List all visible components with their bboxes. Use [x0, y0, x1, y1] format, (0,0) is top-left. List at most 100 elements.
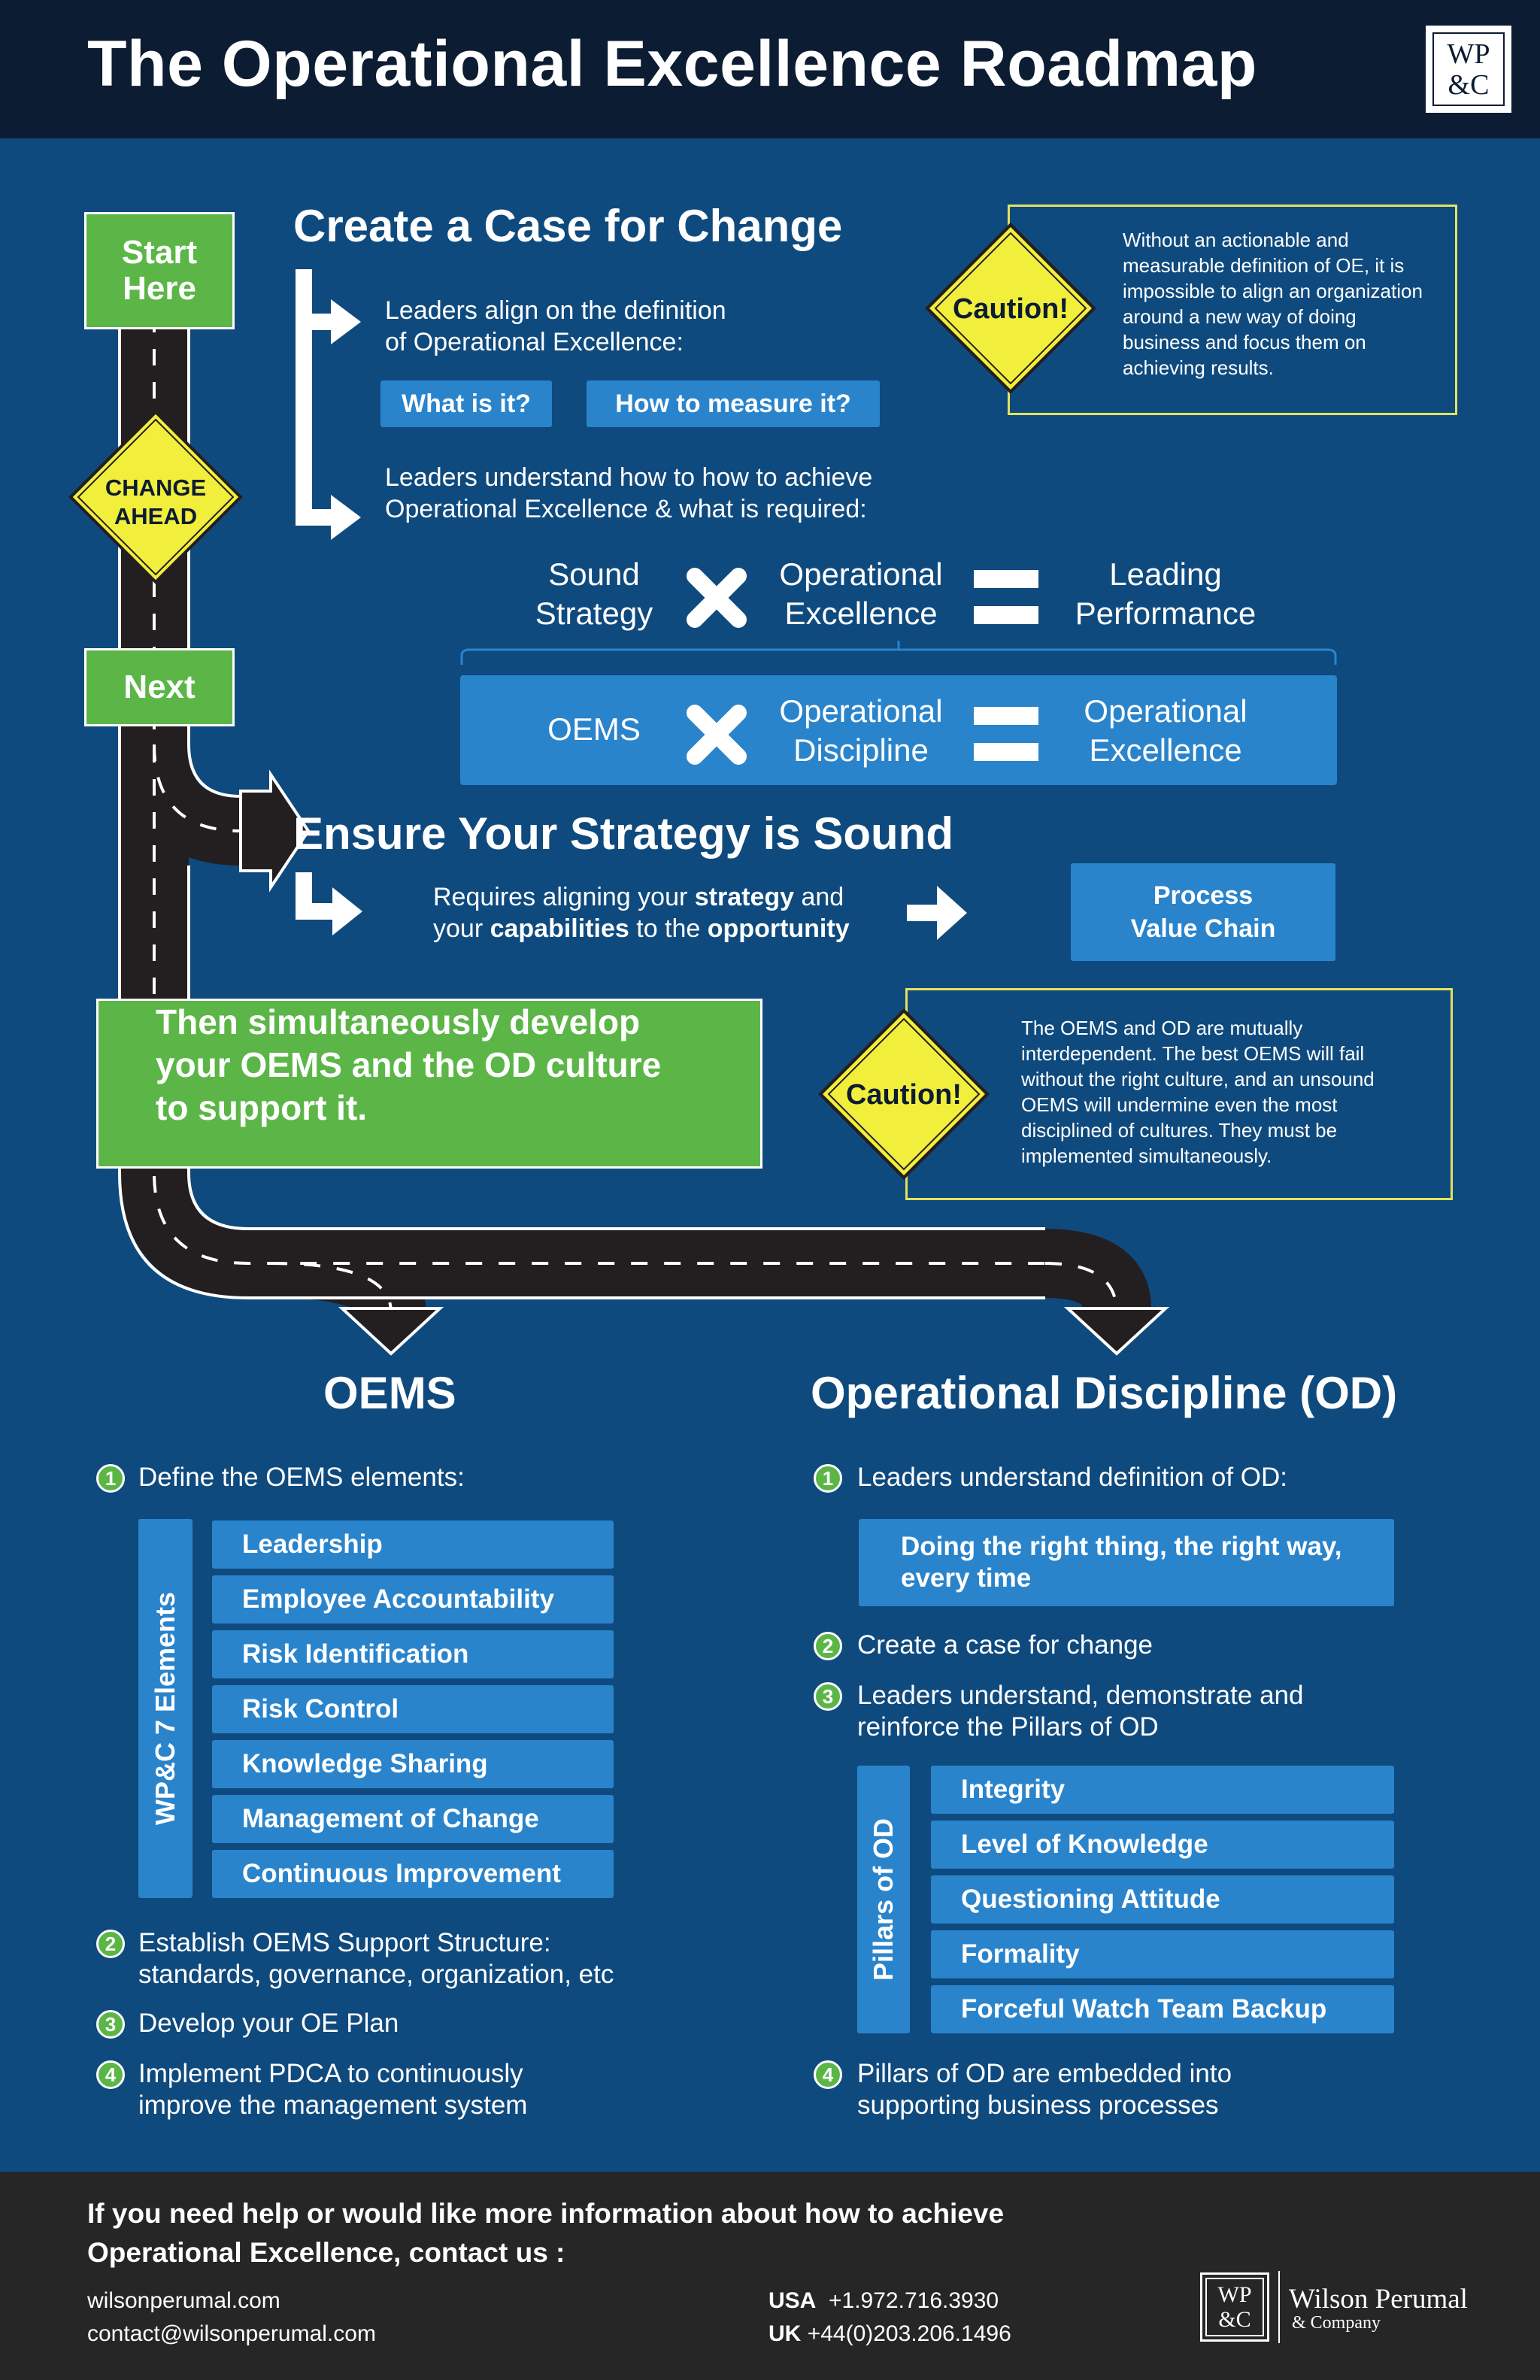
company-sub: & Company	[1292, 2313, 1381, 2333]
equals-icon-2	[974, 707, 1038, 761]
eq2-c-line2: Excellence	[1089, 732, 1242, 768]
eq2-operational-excellence: Operational Excellence	[1045, 692, 1286, 770]
email-link[interactable]: contact@wilsonperumal.com	[87, 2321, 376, 2346]
footer-divider	[1278, 2271, 1280, 2343]
branch-arrows	[296, 269, 361, 540]
caution-sign-2	[818, 1008, 990, 1180]
right-arrow-icon	[907, 886, 967, 940]
step1-text: Leaders align on the definition of Opera…	[385, 295, 911, 358]
od-definition-box: Doing the right thing, the right way, ev…	[859, 1519, 1394, 1606]
strategy-line2-pre: your	[433, 914, 490, 943]
website-link[interactable]: wilsonperumal.com	[87, 2288, 280, 2313]
wpc-7-elements-text: WP&C 7 Elements	[150, 1591, 181, 1826]
oems-step2-line2: standards, governance, organization, etc	[138, 1960, 614, 1989]
equals-icon	[974, 570, 1038, 624]
caution-text-2: The OEMS and OD are mutually interdepend…	[1021, 1017, 1375, 1167]
footer-cta: If you need help or would like more info…	[87, 2194, 1004, 2272]
value-chain-label: Value Chain	[1130, 914, 1276, 943]
logo-text-wp: WP	[1447, 38, 1490, 70]
od-step2-text: Create a case for change	[857, 1630, 1153, 1660]
uk-phone[interactable]: UK +44(0)203.206.1496	[768, 2321, 1011, 2347]
strategy-line2-mid: to the	[629, 914, 708, 943]
pillar-integrity[interactable]: Integrity	[931, 1766, 1394, 1814]
od-step1-text: Leaders understand definition of OD:	[857, 1463, 1288, 1492]
simultaneous-line3: to support it.	[156, 1088, 368, 1127]
eq2-operational-discipline: Operational Discipline	[752, 692, 970, 770]
eq2-b-line1: Operational	[779, 693, 943, 729]
eq1-operational-excellence: Operational Excellence	[752, 555, 970, 633]
multiply-icon	[687, 568, 747, 628]
eq1-a-line2: Strategy	[535, 596, 653, 631]
usa-phone[interactable]: USA +1.972.716.3930	[768, 2288, 999, 2314]
page-title: The Operational Excellence Roadmap	[87, 28, 1257, 100]
usa-label: USA	[768, 2288, 817, 2313]
wp-logo: WP &C	[1426, 26, 1511, 113]
element-risk-identification[interactable]: Risk Identification	[212, 1630, 614, 1678]
change-word: CHANGE	[105, 474, 207, 501]
pillar-formality[interactable]: Formality	[931, 1930, 1394, 1978]
pillar-level-of-knowledge[interactable]: Level of Knowledge	[931, 1821, 1394, 1869]
next-box: Next	[84, 648, 235, 726]
eq-bracket	[460, 641, 1337, 665]
logo-text-c: &C	[1448, 69, 1490, 101]
strategy-word: strategy	[694, 883, 795, 911]
od-step3-line2: reinforce the Pillars of OD	[857, 1712, 1159, 1742]
strategy-line1-pre: Requires aligning your	[433, 883, 695, 911]
element-employee-accountability[interactable]: Employee Accountability	[212, 1575, 614, 1624]
simultaneous-box: Then simultaneously develop your OEMS an…	[96, 999, 762, 1169]
case-for-change-title: Create a Case for Change	[293, 201, 843, 251]
change-ahead-text: CHANGE AHEAD	[66, 474, 245, 531]
footer-wp-logo: WP &C	[1200, 2272, 1269, 2342]
simultaneous-line2: your OEMS and the OD culture	[156, 1045, 662, 1084]
footer-cta-line2: Operational Excellence, contact us :	[87, 2237, 565, 2268]
roadmap-road	[118, 316, 1170, 1356]
od-definition-line1: Doing the right thing, the right way,	[901, 1532, 1342, 1561]
od-step4-line1: Pillars of OD are embedded into	[857, 2059, 1232, 2088]
eq1-c-line2: Performance	[1075, 596, 1257, 631]
element-management-of-change[interactable]: Management of Change	[212, 1795, 614, 1843]
od-step2-number: 2	[814, 1632, 842, 1660]
footer-logo-c: &C	[1218, 2307, 1251, 2332]
caution-text-1: Without an actionable and measurable def…	[1123, 229, 1423, 379]
company-name: Wilson Perumal	[1289, 2284, 1468, 2315]
eq1-a-line1: Sound	[548, 556, 640, 592]
oems-step2-line1: Establish OEMS Support Structure:	[138, 1928, 551, 1957]
eq1-b-line2: Excellence	[784, 596, 938, 631]
oems-step2-text: Establish OEMS Support Structure: standa…	[138, 1927, 710, 1990]
element-continuous-improvement[interactable]: Continuous Improvement	[212, 1850, 614, 1898]
uk-label: UK	[768, 2321, 802, 2346]
eq2-c-line1: Operational	[1084, 693, 1247, 729]
od-step3-text: Leaders understand, demonstrate and rein…	[857, 1680, 1429, 1743]
pillars-of-od-label: Pillars of OD	[857, 1766, 910, 2033]
element-leadership[interactable]: Leadership	[212, 1520, 614, 1569]
pillar-questioning-attitude[interactable]: Questioning Attitude	[931, 1875, 1394, 1924]
element-knowledge-sharing[interactable]: Knowledge Sharing	[212, 1740, 614, 1788]
change-ahead-sign	[68, 410, 243, 584]
process-label: Process	[1153, 881, 1254, 910]
step2-line1: Leaders understand how to how to achieve	[385, 463, 873, 492]
element-risk-control[interactable]: Risk Control	[212, 1685, 614, 1733]
oems-step2-number: 2	[96, 1930, 125, 1958]
strategy-bend-arrow	[296, 872, 362, 935]
process-value-chain-button[interactable]: Process Value Chain	[1071, 863, 1335, 961]
pillars-of-od-text: Pillars of OD	[868, 1818, 899, 1981]
strategy-line1: Requires aligning your strategy and	[433, 881, 914, 913]
strategy-text: Requires aligning your strategy and your…	[433, 881, 914, 944]
oems-step3-number: 3	[96, 2010, 125, 2039]
od-step3-line1: Leaders understand, demonstrate and	[857, 1681, 1304, 1710]
what-is-it-button[interactable]: What is it?	[380, 380, 552, 427]
pillar-forceful-watch-team-backup[interactable]: Forceful Watch Team Backup	[931, 1985, 1394, 2033]
strategy-line2: your capabilities to the opportunity	[433, 913, 914, 944]
eq1-b-line1: Operational	[779, 556, 943, 592]
caution-label-1: Caution!	[952, 293, 1069, 325]
next-label: Next	[123, 669, 196, 705]
header-bar	[0, 0, 1540, 138]
capabilities-word: capabilities	[490, 914, 629, 943]
multiply-icon-2	[687, 705, 747, 765]
step2-text: Leaders understand how to how to achieve…	[385, 462, 1062, 525]
eq2-panel	[460, 675, 1337, 785]
oems-title: OEMS	[323, 1368, 456, 1418]
how-to-measure-button[interactable]: How to measure it?	[587, 380, 880, 427]
od-step1-number: 1	[814, 1464, 842, 1493]
od-step4-line2: supporting business processes	[857, 2090, 1219, 2120]
